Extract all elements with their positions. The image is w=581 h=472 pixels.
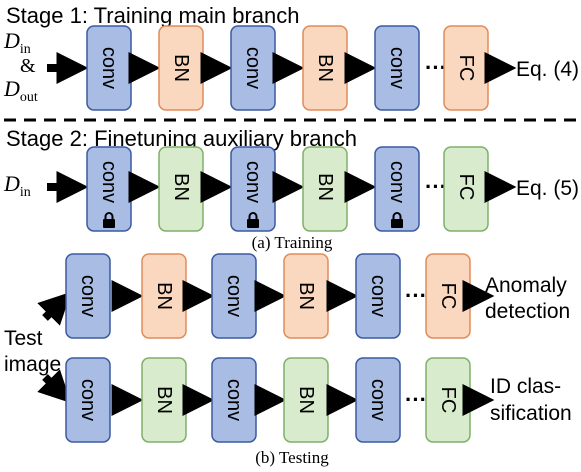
caption-testing: (b) Testing	[255, 448, 329, 467]
test-row1-fc-label: FC	[437, 283, 459, 310]
test-row1-conv-label-1: conv	[77, 275, 99, 317]
testing-input-line2: image	[4, 353, 61, 376]
testing-row2-pipeline: conv BN conv BN conv ··· FC ID clas- sif…	[65, 357, 572, 443]
testing-arrow-up	[37, 291, 72, 326]
stage2-input-label: Din	[3, 171, 31, 200]
testing-arrow-down	[37, 369, 72, 404]
stage2-conv-block-3	[374, 146, 420, 232]
test-row1-bn-label-1: BN	[153, 282, 175, 310]
stage2-input: Din	[3, 171, 31, 200]
stage2-conv-label-3: conv	[386, 161, 408, 203]
stage2-bn-label-2: BN	[314, 173, 336, 201]
stage2-ellipsis: ···	[425, 174, 447, 199]
test-row2-ellipsis: ···	[405, 387, 427, 412]
test-row2-fc-label: FC	[437, 387, 459, 414]
test-row1-output-line2: detection	[485, 300, 570, 323]
test-row1-bn-label-2: BN	[295, 282, 317, 310]
test-row2-conv-label-2: conv	[223, 379, 245, 421]
test-row2-conv-block-1	[65, 357, 111, 443]
test-row2-bn-label-1: BN	[153, 386, 175, 414]
stage1-input-bottom: Dout	[3, 76, 38, 105]
test-row1-conv-block-1	[65, 253, 111, 339]
test-row2-conv-block-3	[355, 357, 401, 443]
lock-icon	[247, 212, 259, 228]
stage1-conv-label-2: conv	[242, 47, 264, 89]
test-row2-bn-label-2: BN	[295, 386, 317, 414]
stage1-conv-label-3: conv	[386, 47, 408, 89]
stage2-pipeline: conv BN conv BN conv ··· FC Eq. (5)	[47, 146, 579, 232]
lock-icon	[391, 212, 403, 228]
test-row2-conv-label-3: conv	[367, 379, 389, 421]
test-row1-conv-label-3: conv	[367, 275, 389, 317]
stage1-fc-label: FC	[455, 55, 477, 82]
test-row1-conv-block-3	[355, 253, 401, 339]
test-row2-output-line1: ID clas-	[490, 375, 561, 398]
lock-icon	[103, 212, 115, 228]
stage2-output: Eq. (5)	[516, 177, 579, 200]
test-row1-conv-label-2: conv	[223, 275, 245, 317]
testing-row1-pipeline: conv BN conv BN conv ··· FC Anomaly dete…	[65, 253, 570, 339]
caption-training: (a) Training	[252, 233, 333, 252]
stage2-conv-label-2: conv	[242, 161, 264, 203]
testing-input: Test image	[4, 291, 72, 404]
testing-input-line1: Test	[4, 327, 43, 350]
stage2-conv-label-1: conv	[98, 161, 120, 203]
stage1-bn-label-2: BN	[314, 54, 336, 82]
test-row1-output-line1: Anomaly	[485, 274, 567, 297]
stage1-ellipsis: ···	[425, 55, 447, 80]
stage2-bn-label-1: BN	[170, 173, 192, 201]
test-row2-output-line2: sification	[490, 402, 572, 425]
stage1-output: Eq. (4)	[516, 58, 579, 81]
stage1-amp: &	[20, 55, 36, 77]
stage1-input-top: Din	[3, 28, 31, 57]
stage1-bn-label-1: BN	[170, 54, 192, 82]
stage1-pipeline: conv BN conv BN conv ··· FC Eq. (4)	[47, 25, 579, 111]
test-row1-ellipsis: ···	[405, 283, 427, 308]
stage2-fc-label: FC	[455, 174, 477, 201]
stage1-conv-label-1: conv	[98, 47, 120, 89]
test-row2-conv-label-1: conv	[77, 379, 99, 421]
stage1-conv-block-3	[374, 25, 420, 111]
stage1-title: Stage 1: Training main branch	[6, 3, 300, 28]
stage1-input: Din & Dout	[3, 28, 38, 105]
